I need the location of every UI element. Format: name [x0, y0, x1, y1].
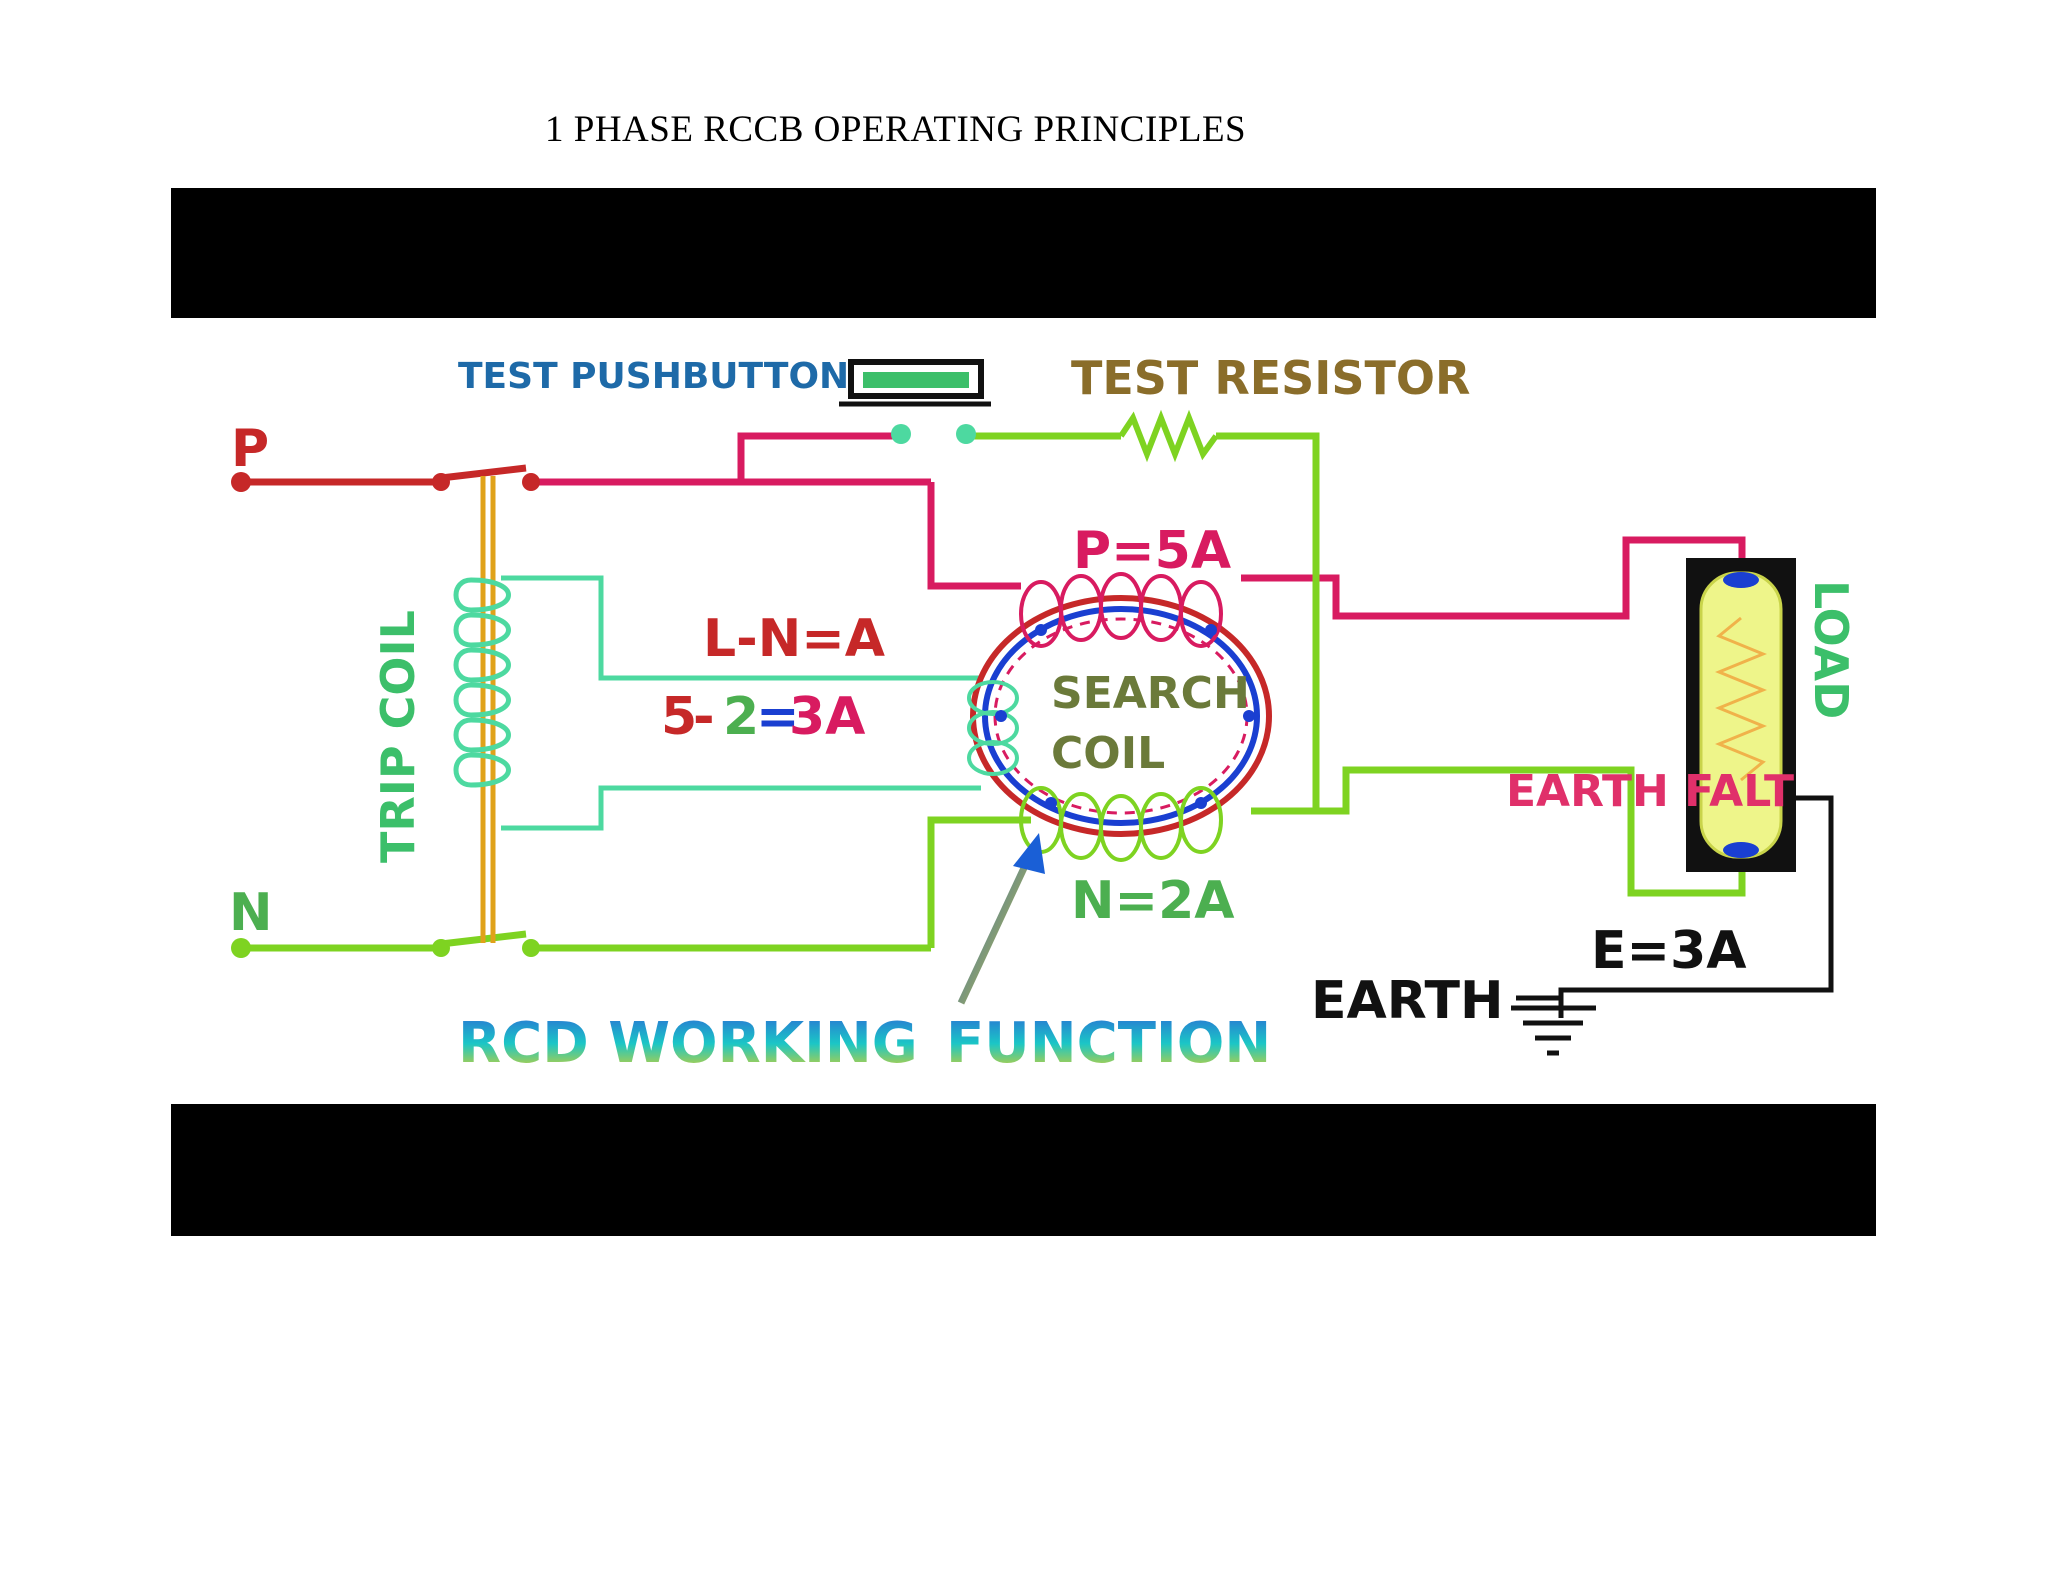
load-label: LOAD — [1804, 580, 1858, 719]
calc-two: 2 — [723, 687, 759, 747]
function-label: FUNCTION — [946, 1011, 1271, 1076]
trip-coil-label: TRIP COIL — [371, 610, 425, 863]
rccb-diagram-frame: TEST PUSHBUTTON TEST RESISTOR P N TRIP C… — [171, 188, 1876, 1236]
secondary-winding — [967, 680, 1019, 776]
neutral-label: N — [229, 883, 273, 943]
earth-return — [1511, 795, 1834, 1056]
p-winding — [1019, 572, 1223, 648]
test-pushbutton — [839, 359, 991, 444]
ring-markers — [995, 624, 1255, 809]
earth-fault-label: EARTH FALT — [1506, 766, 1794, 817]
n-current-label: N=2A — [1071, 871, 1235, 931]
phase-terminal — [231, 472, 251, 492]
calc-equals: = — [756, 687, 800, 747]
page-title: 1 PHASE RCCB OPERATING PRINCIPLES — [545, 109, 1247, 150]
rcd-working-label: RCD WORKING — [458, 1011, 918, 1076]
rccb-diagram: TEST PUSHBUTTON TEST RESISTOR P N TRIP C… — [171, 318, 1876, 1104]
e-current-label: E=3A — [1591, 921, 1747, 981]
test-resistor-label: TEST RESISTOR — [1071, 351, 1470, 405]
n-winding — [1019, 786, 1223, 862]
phase-label: P — [231, 419, 269, 479]
p-current-label: P=5A — [1073, 521, 1231, 581]
rcd-arrow — [957, 833, 1045, 1005]
main-contacts — [432, 464, 540, 957]
l-n-label: L-N=A — [703, 609, 885, 669]
test-pushbutton-label: TEST PUSHBUTTON — [458, 356, 849, 397]
coil-label: COIL — [1051, 728, 1165, 779]
calc-result: 3A — [789, 687, 865, 747]
trip-coil — [453, 575, 981, 831]
earth-label: EARTH — [1311, 971, 1503, 1031]
search-label: SEARCH — [1051, 668, 1250, 719]
load — [1686, 558, 1796, 872]
neutral-terminal — [231, 938, 251, 958]
phase-wire — [241, 432, 1746, 620]
test-resistor — [1118, 409, 1219, 463]
rccb-schematic: TEST PUSHBUTTON TEST RESISTOR P N TRIP C… — [229, 351, 1858, 1076]
neutral-wire — [241, 432, 1746, 952]
calc-dash: - — [693, 687, 715, 747]
calc-five: 5 — [661, 687, 697, 747]
